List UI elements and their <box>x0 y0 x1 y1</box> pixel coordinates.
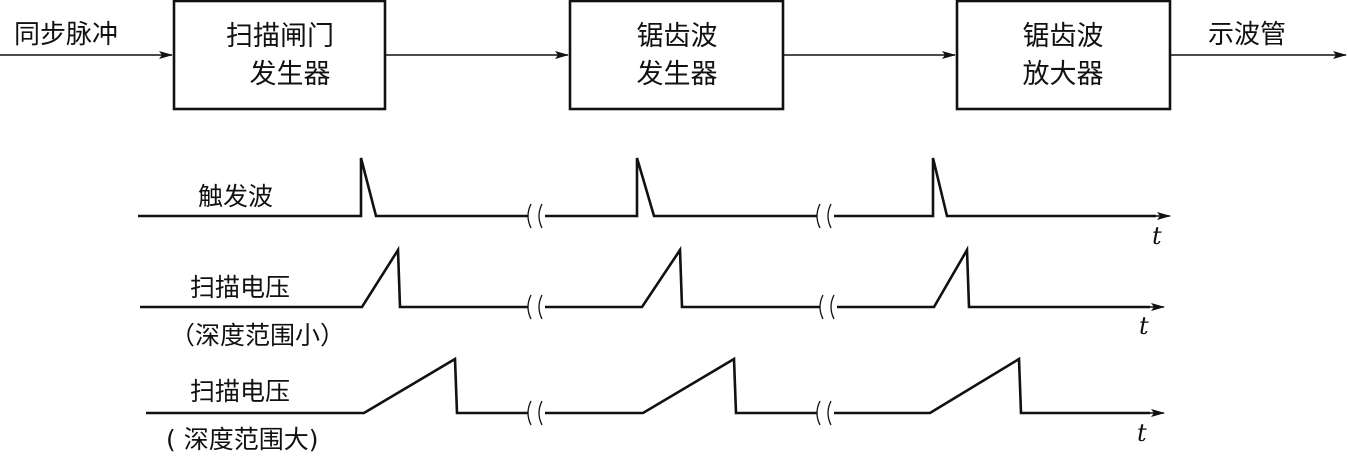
sweep-gate-generator-block <box>172 0 387 111</box>
output-label: 示波管 <box>1208 20 1286 50</box>
trigger-waveform: 触发波 t <box>138 157 1171 250</box>
block-1-line-1: 扫描闸门 <box>226 21 334 52</box>
sawtooth-amplifier-block <box>955 0 1172 111</box>
sweep-small-label-line-2: （深度范围小） <box>170 321 345 350</box>
sweep-small-waveform-line <box>140 245 1150 309</box>
block-diagram: 同步脉冲 扫描闸门 发生器 锯齿波 发生器 锯齿波 放大器 示波管 <box>0 0 1347 111</box>
trigger-axis-break-1 <box>527 203 545 229</box>
sweep-voltage-small-waveform: 扫描电压 （深度范围小） t <box>140 245 1165 350</box>
sweep-large-label-line-1: 扫描电压 <box>190 377 290 406</box>
input-label: 同步脉冲 <box>14 20 118 50</box>
block-1-line-2: 发生器 <box>250 59 331 90</box>
sweep-large-axis-break-2 <box>816 400 834 426</box>
sweep-small-axis-break-2 <box>819 294 837 320</box>
sawtooth-generator-block <box>568 0 785 111</box>
trigger-axis-break-2 <box>816 203 834 229</box>
block-2-line-1: 锯齿波 <box>637 21 718 52</box>
sweep-small-axis-break-1 <box>527 294 545 320</box>
block-2-line-2: 发生器 <box>637 59 718 90</box>
trigger-time-axis-label: t <box>1152 222 1162 250</box>
sweep-small-time-axis-label: t <box>1139 312 1149 340</box>
sweep-small-label-line-1: 扫描电压 <box>190 273 290 302</box>
sweep-large-label-line-2: ( 深度范围大) <box>166 425 318 454</box>
sweep-large-waveform-line <box>146 356 1150 415</box>
trigger-waveform-label: 触发波 <box>198 182 273 211</box>
block-3-line-1: 锯齿波 <box>1023 21 1104 52</box>
sweep-large-axis-break-1 <box>527 400 545 426</box>
trigger-waveform-line <box>138 157 1156 218</box>
sweep-large-time-axis-label: t <box>1137 419 1147 447</box>
sweep-voltage-large-waveform: 扫描电压 ( 深度范围大) t <box>146 356 1165 454</box>
block-3-line-2: 放大器 <box>1023 59 1104 90</box>
